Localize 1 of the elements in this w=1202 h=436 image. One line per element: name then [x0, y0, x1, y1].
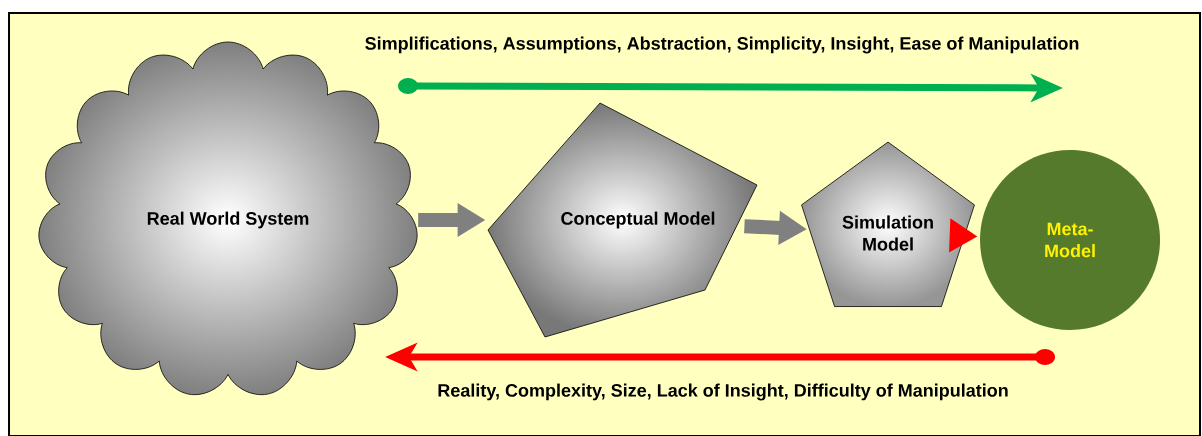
arrow-caption: Reality, Complexity, Size, Lack of Insight, Difficulty of Manipulation [438, 383, 1008, 401]
